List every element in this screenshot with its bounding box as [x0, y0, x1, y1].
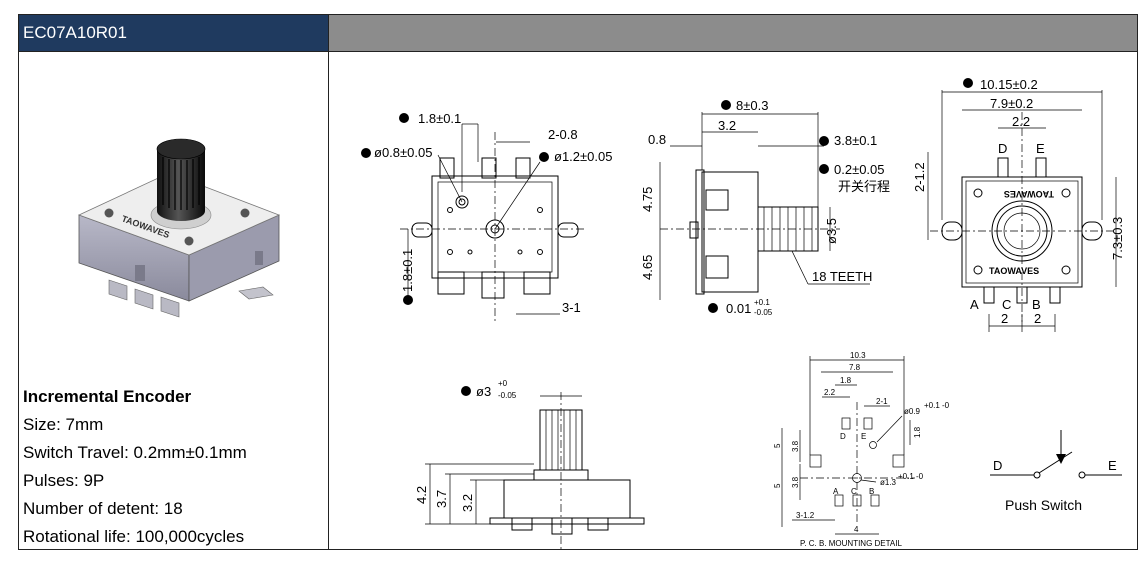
front-pin-c: C: [1002, 297, 1011, 312]
switch-d: D: [993, 458, 1002, 473]
spec-switch-travel: Switch Travel: 0.2mm±0.1mm: [23, 443, 247, 462]
dim-shaft-h1: 4.2: [414, 486, 429, 504]
spec-life: Rotational life: 100,000cycles: [23, 527, 245, 546]
dim-side-1: 8±0.3: [736, 98, 768, 113]
product-title: Incremental Encoder: [23, 387, 192, 406]
svg-text:+0: +0: [498, 379, 508, 388]
switch-e: E: [1108, 458, 1117, 473]
push-switch-symbol: D E Push Switch: [990, 430, 1122, 513]
pcb-pin-d: D: [840, 432, 846, 441]
pcb-pin-a: A: [833, 487, 839, 496]
dim-side-3: 0.8: [648, 132, 666, 147]
spec-pulses: Pulses: 9P: [23, 471, 105, 490]
svg-text:+0.1 -0: +0.1 -0: [898, 472, 924, 481]
svg-text:-0.05: -0.05: [498, 391, 517, 400]
switch-label: Push Switch: [1005, 497, 1082, 513]
dim-front-3: 2.2: [1012, 114, 1030, 129]
pcb-w1: 10.3: [850, 351, 866, 360]
spec-sheet: EC07A10R01 TAOWAVES: [18, 14, 1138, 550]
model-header: EC07A10R01: [19, 15, 328, 51]
dim-shaft-h2: 3.7: [434, 490, 449, 508]
pcb-h3: 5: [773, 483, 782, 488]
dim-shaft-d: ø3: [476, 384, 491, 399]
shaft-view: ø3 +0 -0.05 4.2 3.7 3.2: [414, 379, 645, 550]
dim-top-2: ø0.8±0.05: [374, 145, 432, 160]
dim-front-1: 10.15±0.2: [980, 77, 1038, 92]
dim-top-5: 1.8±0.1: [400, 249, 415, 292]
spec-size: Size: 7mm: [23, 415, 104, 434]
dim-side-6: 4.75: [640, 187, 655, 212]
technical-drawing: 1.8±0.1 ø0.8±0.05 2-0.8 ø1.2±0.05 1.8±0.…: [361, 77, 1125, 550]
dim-front-6: 2: [1001, 311, 1008, 326]
dim-top-1: 1.8±0.1: [418, 111, 461, 126]
svg-text:-0.05: -0.05: [754, 308, 773, 317]
pcb-b2: 4: [854, 525, 859, 534]
pcb-h2: 3.8: [791, 440, 800, 452]
dim-shaft-h3: 3.2: [460, 494, 475, 512]
pcb-hole: ø0.9: [904, 407, 921, 416]
pcb-w5: 2-1: [876, 397, 888, 406]
pcb-w4: 2.2: [824, 388, 836, 397]
front-pin-b: B: [1032, 297, 1041, 312]
spec-list: Incremental Encoder Size: 7mm Switch Tra…: [23, 383, 323, 551]
pcb-pin-e: E: [861, 432, 866, 441]
dim-side-8: ø3.5: [824, 218, 839, 244]
dim-side-9: 0.01: [726, 301, 751, 316]
header-divider: [19, 51, 1137, 52]
front-pin-e: E: [1036, 141, 1045, 156]
front-pin-d: D: [998, 141, 1007, 156]
pcb-h4: 3.8: [791, 476, 800, 488]
front-pin-a: A: [970, 297, 979, 312]
pcb-w2: 7.8: [849, 363, 861, 372]
dim-top-3: 2-0.8: [548, 127, 578, 142]
dim-front-4: 2-1.2: [912, 162, 927, 192]
spec-detent: Number of detent: 18: [23, 499, 183, 518]
front-brand-bottom: TAOWAVES: [989, 266, 1039, 276]
pcb-b1: 3-1.2: [796, 511, 815, 520]
top-view: 1.8±0.1 ø0.8±0.05 2-0.8 ø1.2±0.05 1.8±0.…: [361, 111, 612, 322]
side-view: 8±0.3 3.2 0.8 3.8±0.1 0.2±0.05 开关行程 4.75…: [640, 98, 890, 317]
pcb-detail: 10.3 7.8 1.8 2.2 2-1 ø0.9 +0.1 -0 ø1.3 +…: [773, 351, 950, 548]
pcb-h5: 1.8: [913, 426, 922, 438]
dim-side-5: 0.2±0.05: [834, 162, 885, 177]
pcb-hole2: ø1.3: [880, 478, 897, 487]
svg-text:+0.1: +0.1: [754, 298, 770, 307]
column-divider: [328, 15, 329, 549]
teeth-label: 18 TEETH: [812, 269, 872, 284]
encoder-photo: TAOWAVES: [77, 138, 281, 318]
dim-top-4: ø1.2±0.05: [554, 149, 612, 164]
header-bar: [329, 15, 1137, 51]
dim-side-4: 3.8±0.1: [834, 133, 877, 148]
pcb-h1: 5: [773, 443, 782, 448]
dim-top-6: 3-1: [562, 300, 581, 315]
pcb-pin-c: C: [851, 487, 857, 496]
pcb-title: P. C. B. MOUNTING DETAIL: [800, 539, 902, 548]
pcb-w3: 1.8: [840, 376, 852, 385]
dim-front-5: 7.3±0.3: [1110, 217, 1125, 260]
pcb-pin-b: B: [869, 487, 874, 496]
dim-front-7: 2: [1034, 311, 1041, 326]
front-view: TAOWAVES TAOWAVES 10.15±0.2 7.9±0.2 2.2 …: [912, 77, 1125, 332]
side-note: 开关行程: [838, 179, 890, 194]
dim-front-2: 7.9±0.2: [990, 96, 1033, 111]
dim-side-2: 3.2: [718, 118, 736, 133]
svg-text:+0.1 -0: +0.1 -0: [924, 401, 950, 410]
front-brand-top: TAOWAVES: [1004, 189, 1054, 199]
dim-side-7: 4.65: [640, 255, 655, 280]
